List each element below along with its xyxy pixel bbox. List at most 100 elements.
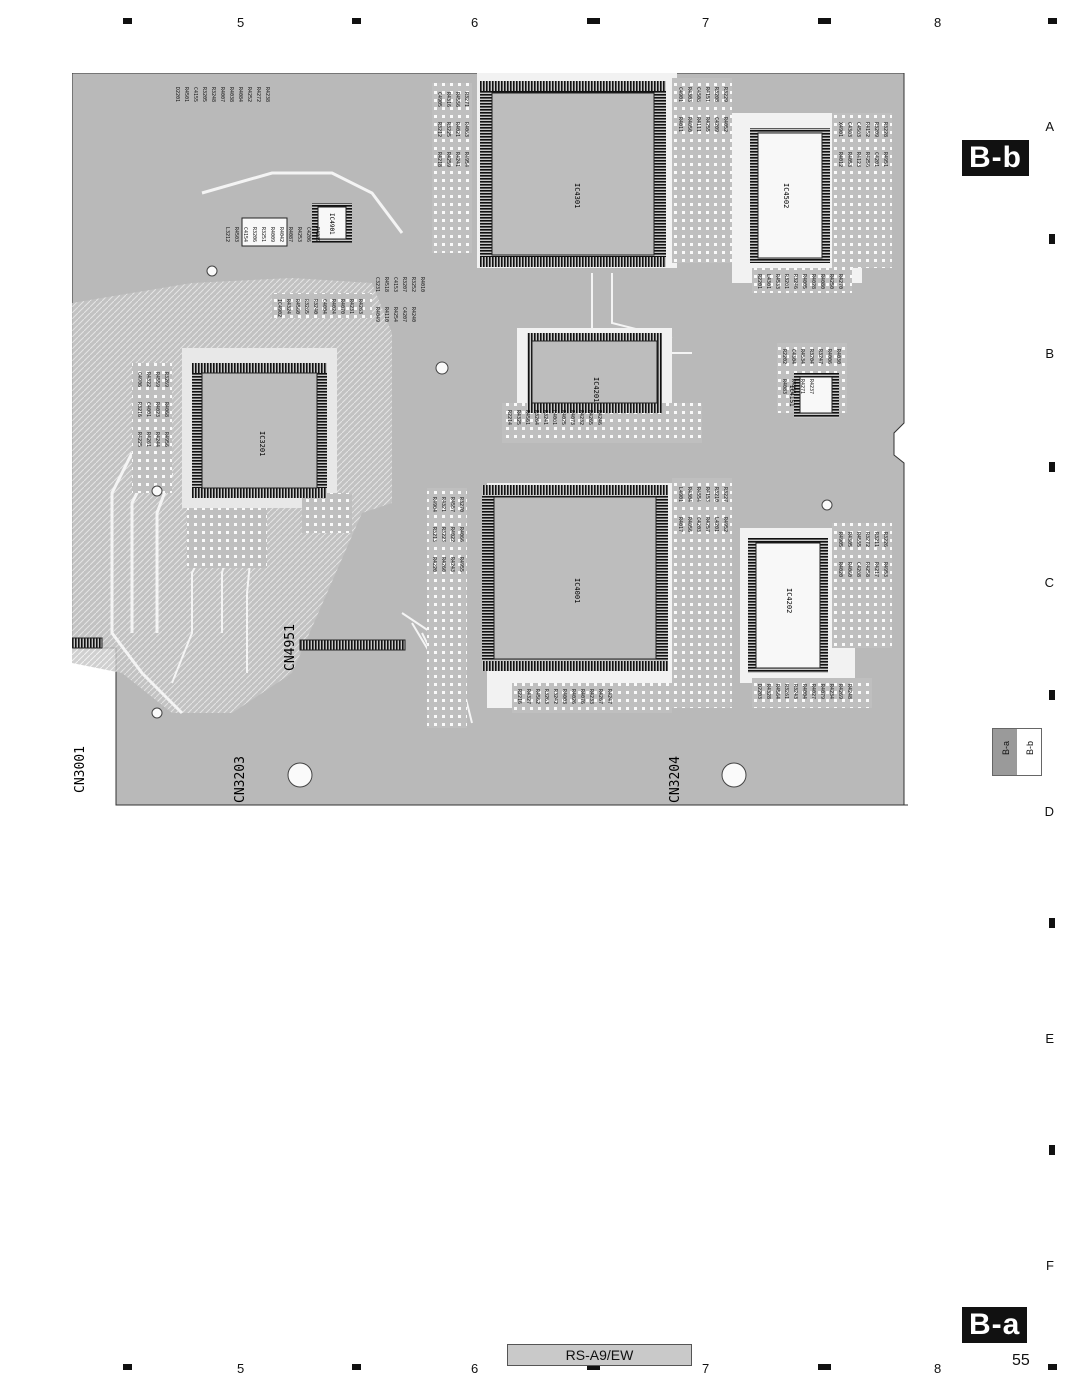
part-labels: C4901X4901L4901R4905C4905R4904C4906IC490… [136,87,888,704]
ic4151-label: IC4151 [788,385,795,407]
part-reference-label: R4325 [515,410,521,425]
part-reference-label: R4316 [445,92,451,107]
part-reference-label: R4022 [449,527,455,542]
part-reference-label: R4562 [534,689,540,704]
part-reference-label: R4554 [695,487,701,502]
ruler-tick [352,18,361,24]
part-reference-label: R4954 [463,152,469,167]
part-reference-label: R2202 [781,349,787,364]
part-reference-label: C4155 [192,87,198,102]
part-reference-label: R4084 [237,87,243,102]
part-reference-label: R4020 [837,562,843,577]
ic4151-footprint [794,373,839,418]
part-reference-label: R4559 [154,372,160,387]
part-reference-label: R4153 [704,487,710,502]
part-reference-label: C4207 [401,307,407,322]
part-reference-label: R4956 [163,432,169,447]
mounting-hole [721,762,747,788]
ruler-number: 7 [702,1361,710,1376]
part-reference-label: R4239 [314,227,320,242]
part-reference-label: R4260 [440,557,446,572]
part-reference-label: R4271 [799,379,805,394]
pcb-board-drawing: IC4301 IC4502 IC4201 IC3201 IC4001 IC420… [72,73,908,806]
part-reference-label: R3246 [792,274,798,289]
part-reference-label: D2203 [756,684,762,699]
part-reference-label: R4152 [864,122,870,137]
part-reference-label: C4154 [242,227,248,242]
ic4202-footprint [748,538,828,673]
via [435,361,449,375]
part-reference-label: C4206 [305,227,311,242]
part-reference-label: R4955 [458,557,464,572]
side-letter: B [1045,346,1054,361]
part-reference-label: R4234 [828,684,834,699]
ruler-tick [587,18,600,24]
part-reference-label: R3211 [873,532,879,547]
part-reference-label: R4049 [374,307,380,322]
part-reference-label: R4560 [294,299,300,314]
ic4502-label: IC4502 [782,183,790,208]
part-reference-label: C4201 [873,152,879,167]
part-reference-label: R4218 [436,152,442,167]
part-reference-label: R3269 [163,372,169,387]
part-reference-label: L4301 [765,274,771,289]
part-reference-label: R4240 [410,307,416,322]
part-reference-label: R4255 [704,117,710,132]
part-reference-label: C4906 [136,372,142,387]
ruler-tick [123,18,132,24]
part-reference-label: R2201 [756,274,762,289]
ruler-tick [1049,1145,1055,1155]
part-reference-label: R3251 [260,227,266,242]
ic4502-footprint [750,128,830,263]
part-reference-label: R4253 [296,227,302,242]
part-reference-label: C3231 [374,277,380,292]
ic4301-label: IC4301 [573,183,581,208]
part-reference-label: R4151 [704,87,710,102]
mounting-hole [287,762,313,788]
part-reference-label: R3223 [440,527,446,542]
part-reference-label: R4110 [383,307,389,322]
part-reference-label: C4001 [145,402,151,417]
part-reference-label: R3212 [436,122,442,137]
part-reference-label: R4251 [790,379,796,394]
part-reference-label: R4328 [765,684,771,699]
part-reference-label: R4225 [136,432,142,447]
part-reference-label: R4324 [285,299,291,314]
part-reference-label: R4030 [835,349,841,364]
part-reference-label: R3229 [722,87,728,102]
cn4951-label: CN4951 [283,624,298,671]
part-reference-label: R3270 [458,497,464,512]
part-reference-label: C4901 [677,87,683,102]
part-reference-label: R4005 [801,274,807,289]
part-reference-label: R4256 [864,152,870,167]
part-reference-label: R4303 [686,87,692,102]
part-reference-label: L4901 [677,487,683,502]
ruler-tick [818,1364,831,1370]
part-reference-label: R3207 [401,277,407,292]
part-reference-label: R4009 [269,227,275,242]
part-reference-label: R4050 [686,117,692,132]
part-reference-label: R4556 [454,92,460,107]
part-reference-label: R4123 [855,152,861,167]
ruler-tick [1049,462,1055,472]
ic4201-footprint [527,333,662,413]
part-reference-label: R4070 [339,299,345,314]
part-reference-label: R3261 [783,684,789,699]
part-reference-label: R4073 [569,410,575,425]
ruler-tick [352,1364,361,1370]
part-reference-label: IC4902 [276,299,282,317]
ruler-tick [1049,690,1055,700]
part-reference-label: R4564 [774,684,780,699]
part-reference-label: R3271 [463,92,469,107]
part-reference-label: R4076 [579,689,585,704]
ruler-tick [818,18,831,24]
ruler-tick [123,1364,132,1370]
part-reference-label: C4004 [321,299,327,314]
part-reference-label: R4259 [445,152,451,167]
part-reference-label: R4503 [233,227,239,242]
ruler-number: 6 [471,1361,479,1376]
part-reference-label: R3263 [543,689,549,704]
part-reference-label: C4303 [846,122,852,137]
ic3201-label: IC3201 [258,431,266,456]
part-reference-label: X4901 [837,122,843,137]
